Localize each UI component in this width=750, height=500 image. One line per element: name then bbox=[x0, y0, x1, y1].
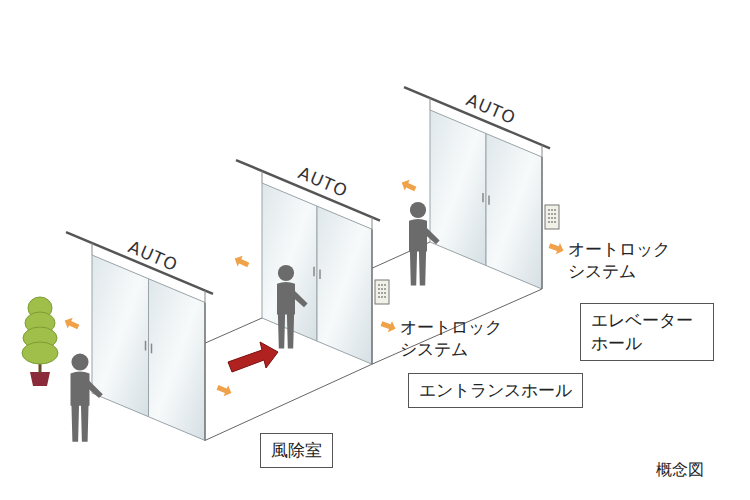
door-sign: AUTO bbox=[125, 236, 181, 277]
rail-bracket bbox=[205, 290, 206, 302]
person-legs bbox=[410, 251, 426, 286]
system-label: オートロック システム bbox=[568, 238, 680, 282]
box-text: 風除室 bbox=[271, 439, 322, 462]
panel-keys bbox=[548, 209, 556, 211]
direction-arrow bbox=[215, 382, 233, 399]
direction-arrow bbox=[232, 253, 251, 270]
rail-bracket bbox=[92, 243, 93, 255]
glass-pane bbox=[486, 134, 542, 290]
person-head bbox=[278, 265, 294, 281]
person-body bbox=[71, 372, 90, 406]
plant-leaves bbox=[22, 342, 58, 364]
door-rail bbox=[404, 87, 550, 148]
direction-arrow bbox=[547, 240, 565, 256]
label-box: 風除室 bbox=[260, 433, 333, 468]
door-frame bbox=[371, 229, 372, 364]
rail-bracket bbox=[542, 145, 543, 157]
caption: 概念図 bbox=[656, 460, 704, 481]
glass-pane bbox=[149, 279, 206, 441]
panel-keys bbox=[548, 213, 556, 215]
person-arm bbox=[290, 287, 308, 307]
door-handle bbox=[151, 344, 153, 354]
door-sign: AUTO bbox=[463, 89, 519, 130]
panel-keys bbox=[378, 296, 386, 298]
panel-keys bbox=[378, 288, 386, 290]
person-body bbox=[409, 219, 427, 251]
door-handle bbox=[313, 267, 315, 276]
person-figure bbox=[277, 265, 308, 349]
glass-pane bbox=[430, 110, 486, 266]
person-head bbox=[71, 353, 88, 370]
label-box: エレベーター ホール bbox=[580, 303, 714, 361]
rail-bracket bbox=[430, 98, 431, 110]
box-text: エレベーター ホール bbox=[591, 309, 703, 355]
person-arm bbox=[422, 224, 440, 244]
person-body bbox=[277, 282, 295, 314]
door-handle bbox=[319, 270, 321, 279]
door-rail bbox=[236, 160, 380, 220]
door-frame bbox=[204, 302, 205, 440]
walking-arrow bbox=[228, 342, 278, 372]
auto-door bbox=[404, 87, 550, 289]
glass-pane bbox=[317, 206, 372, 364]
panel-body bbox=[375, 280, 389, 304]
person-head bbox=[410, 202, 426, 218]
direction-arrow bbox=[379, 318, 397, 334]
door-frame bbox=[541, 157, 542, 289]
plant-pot bbox=[30, 372, 50, 386]
door-sign: AUTO bbox=[295, 162, 351, 203]
person-arm bbox=[84, 377, 103, 398]
direction-arrow bbox=[399, 177, 418, 194]
door-handle bbox=[145, 341, 147, 351]
direction-arrow bbox=[62, 315, 81, 332]
person-legs bbox=[71, 405, 88, 442]
system-label: オートロック システム bbox=[400, 316, 512, 360]
label-box: エントランスホール bbox=[408, 373, 583, 408]
person-figure bbox=[71, 353, 103, 441]
plant bbox=[22, 297, 58, 386]
person-legs bbox=[278, 314, 294, 349]
intercom-panel bbox=[545, 205, 559, 229]
person-figure bbox=[409, 202, 440, 286]
door-handle bbox=[488, 196, 490, 205]
door-handle bbox=[482, 193, 484, 202]
rail-bracket bbox=[262, 171, 263, 183]
auto-door bbox=[236, 160, 380, 364]
panel-keys bbox=[548, 217, 556, 219]
panel-keys bbox=[378, 292, 386, 294]
panel-keys bbox=[378, 284, 386, 286]
panel-body bbox=[545, 205, 559, 229]
floor-line bbox=[205, 289, 542, 440]
intercom-panel bbox=[375, 280, 389, 304]
door-rail bbox=[66, 232, 213, 294]
rail-bracket bbox=[372, 217, 373, 229]
panel-keys bbox=[548, 221, 556, 223]
box-text: エントランスホール bbox=[419, 379, 572, 402]
